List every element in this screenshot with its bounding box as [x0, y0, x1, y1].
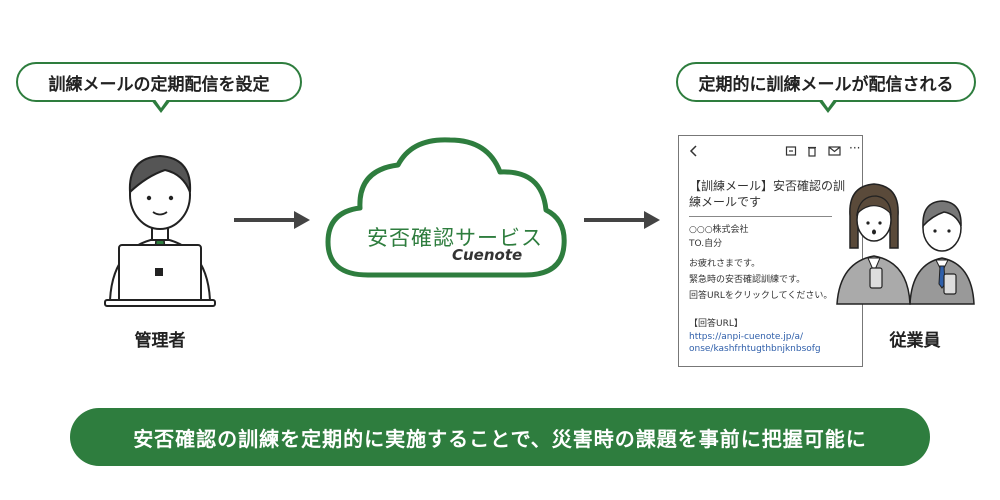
summary-banner: 安否確認の訓練を定期的に実施することで、災害時の課題を事前に把握可能に	[70, 408, 930, 466]
email-url-line-2[interactable]: onse/kashfrhtugthbnjknbsofg	[689, 344, 821, 354]
more-icon: ···	[849, 141, 860, 155]
admin-action-bubble: 訓練メールの定期配信を設定	[16, 62, 302, 102]
delivery-text: 定期的に訓練メールが配信される	[699, 70, 954, 95]
email-toolbar: ···	[689, 144, 854, 158]
trash-icon	[806, 145, 818, 157]
cloud-shape	[320, 130, 570, 295]
arrow-right-icon	[232, 208, 312, 232]
email-to: TO.自分	[689, 236, 722, 249]
email-subject: 【訓練メール】安否確認の訓練メールです	[689, 178, 854, 210]
email-company: ○○○株式会社	[689, 222, 749, 235]
summary-text: 安否確認の訓練を定期的に実施することで、災害時の課題を事前に把握可能に	[133, 423, 867, 452]
employees-illustration	[832, 176, 982, 306]
divider	[689, 216, 832, 217]
admin-illustration	[95, 140, 225, 310]
arrow-right-icon	[582, 208, 662, 232]
email-url-heading: 【回答URL】	[689, 316, 743, 329]
delivery-bubble: 定期的に訓練メールが配信される	[676, 62, 976, 102]
employee-label: 従業員	[865, 326, 965, 351]
mail-icon	[828, 146, 841, 156]
email-url-line-1[interactable]: https://anpi-cuenote.jp/a/	[689, 332, 803, 342]
admin-label: 管理者	[110, 326, 210, 351]
cuenote-logo: Cuenote	[452, 246, 522, 264]
email-body-2: 回答URLをクリックしてください。	[689, 288, 832, 301]
back-icon	[689, 144, 699, 158]
admin-action-text: 訓練メールの定期配信を設定	[49, 70, 270, 95]
email-body-1: 緊急時の安否確認訓練です。	[689, 272, 805, 285]
archive-icon	[785, 145, 797, 157]
email-greeting: お疲れさまです。	[689, 256, 760, 269]
